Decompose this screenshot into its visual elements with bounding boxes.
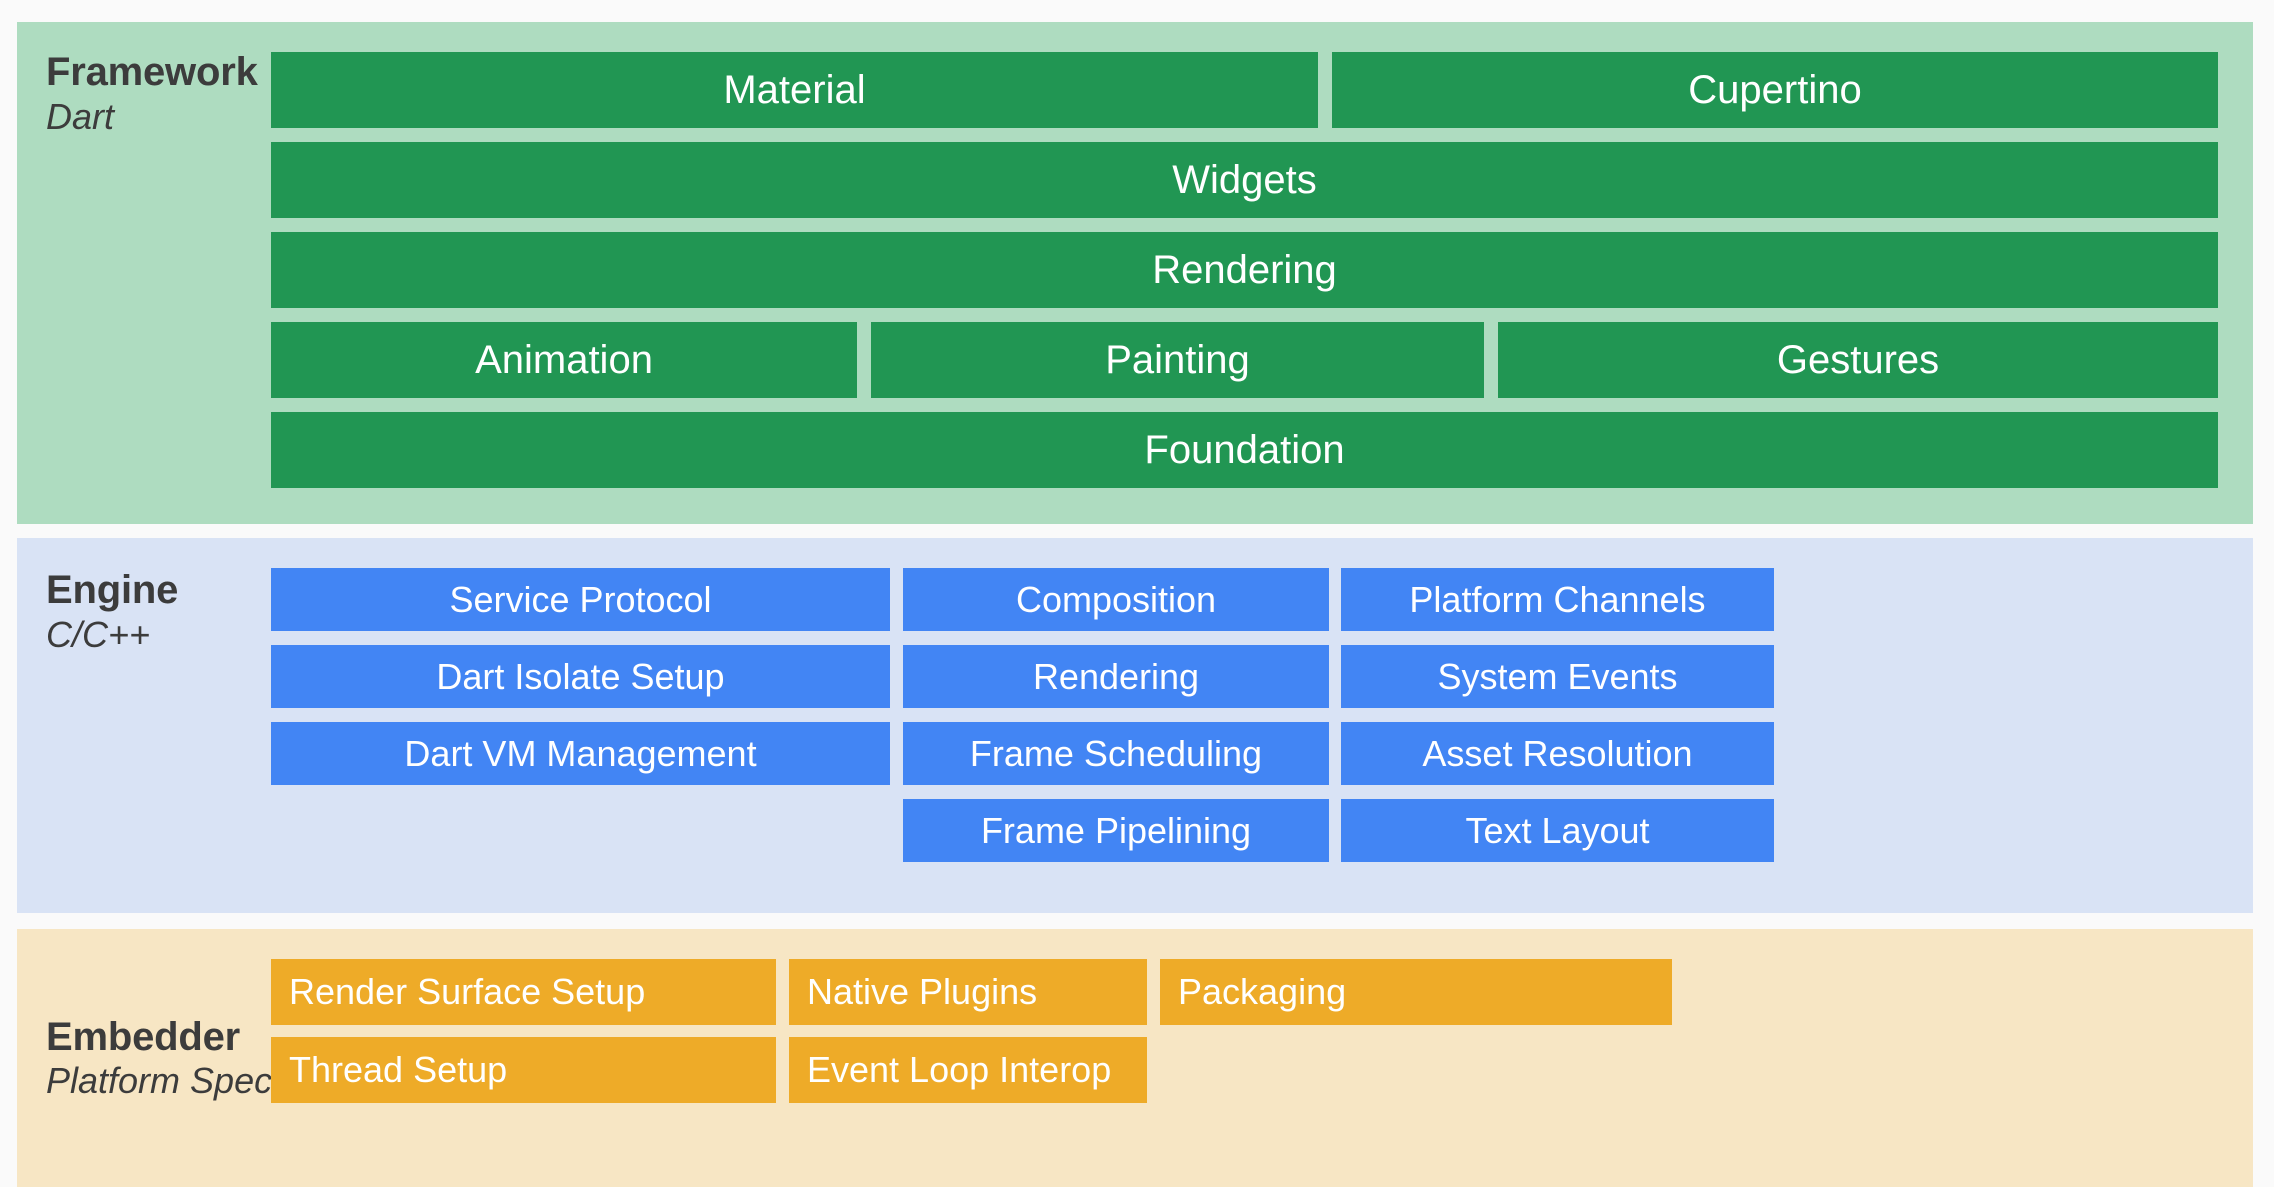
layer-embedder-name: Embedder [46,1014,241,1059]
box-gap [776,1037,789,1103]
engine-box-frame-scheduling[interactable]: Frame Scheduling [903,722,1329,785]
engine-box-frame-pipelining[interactable]: Frame Pipelining [903,799,1329,862]
layer-embedder-body: Render Surface Setup Native Plugins Pack… [271,929,2253,1187]
engine-column-3: Platform Channels System Events Asset Re… [1341,568,1774,862]
engine-box-platform-channels[interactable]: Platform Channels [1341,568,1774,631]
engine-column-2: Composition Rendering Frame Scheduling F… [903,568,1329,862]
framework-box-widgets[interactable]: Widgets [271,142,2218,218]
engine-box-composition[interactable]: Composition [903,568,1329,631]
engine-column-1: Service Protocol Dart Isolate Setup Dart… [271,568,890,785]
framework-row-5: Foundation [271,412,2218,488]
embedder-box-render-surface-setup[interactable]: Render Surface Setup [271,959,776,1025]
framework-box-cupertino[interactable]: Cupertino [1332,52,2218,128]
layer-framework-name: Framework [46,50,258,94]
engine-box-text-layout[interactable]: Text Layout [1341,799,1774,862]
framework-box-material[interactable]: Material [271,52,1318,128]
framework-box-painting[interactable]: Painting [871,322,1484,398]
embedder-box-packaging[interactable]: Packaging [1160,959,1672,1025]
engine-box-service-protocol[interactable]: Service Protocol [271,568,890,631]
framework-box-rendering[interactable]: Rendering [271,232,2218,308]
framework-row-4: Animation Painting Gestures [271,322,2218,398]
layer-engine: Engine C/C++ Service Protocol Dart Isola… [17,538,2253,913]
layer-framework-title: Framework Dart [17,22,271,524]
engine-box-rendering[interactable]: Rendering [903,645,1329,708]
layer-engine-name: Engine [46,568,179,612]
box-gap [857,322,871,398]
framework-box-foundation[interactable]: Foundation [271,412,2218,488]
box-gap [1147,959,1160,1025]
engine-columns: Service Protocol Dart Isolate Setup Dart… [271,568,2215,862]
box-gap [1318,52,1332,128]
embedder-box-thread-setup[interactable]: Thread Setup [271,1037,776,1103]
engine-box-dart-vm-management[interactable]: Dart VM Management [271,722,890,785]
embedder-row-2: Thread Setup Event Loop Interop [271,1037,2215,1103]
layer-embedder-language: Platform Specific [46,1060,317,1102]
layer-framework-language: Dart [46,95,115,137]
framework-box-animation[interactable]: Animation [271,322,857,398]
layer-embedder: Embedder Platform Specific Render Surfac… [17,929,2253,1187]
framework-row-1: Material Cupertino [271,52,2218,128]
embedder-box-event-loop-interop[interactable]: Event Loop Interop [789,1037,1147,1103]
layer-embedder-title: Embedder Platform Specific [17,929,317,1187]
framework-row-2: Widgets [271,142,2218,218]
framework-row-3: Rendering [271,232,2218,308]
layer-engine-title: Engine C/C++ [17,538,271,913]
layer-engine-body: Service Protocol Dart Isolate Setup Dart… [271,538,2253,913]
framework-box-gestures[interactable]: Gestures [1498,322,2218,398]
embedder-row-1: Render Surface Setup Native Plugins Pack… [271,959,2215,1025]
engine-box-system-events[interactable]: System Events [1341,645,1774,708]
embedder-box-native-plugins[interactable]: Native Plugins [789,959,1147,1025]
box-gap [776,959,789,1025]
engine-box-asset-resolution[interactable]: Asset Resolution [1341,722,1774,785]
engine-box-dart-isolate-setup[interactable]: Dart Isolate Setup [271,645,890,708]
layer-framework: Framework Dart Material Cupertino Widget… [17,22,2253,524]
box-gap [1484,322,1498,398]
layer-engine-language: C/C++ [46,613,151,655]
layer-framework-body: Material Cupertino Widgets Rendering Ani… [271,22,2256,524]
